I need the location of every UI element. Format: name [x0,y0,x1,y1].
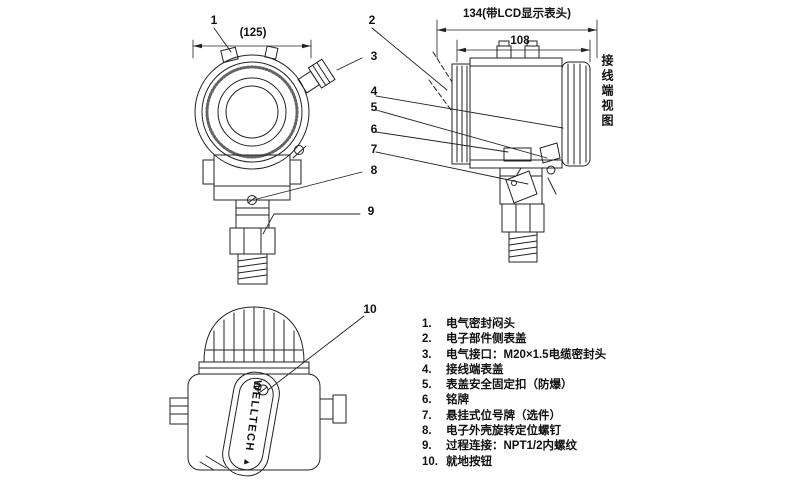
legend-item: 9. 过程连接：NPT1/2内螺纹 [422,439,606,454]
callout-6: 6 [370,122,378,136]
cable-gland-icon [297,58,336,94]
legend-num: 7. [422,409,432,422]
legend-text: 就地按钮 [446,455,492,468]
nameplate [503,147,532,162]
legend-num: 10. [422,455,438,468]
cover-lock-front [292,145,307,159]
process-thread-side [508,231,538,263]
cable-gland-bottom [319,394,347,424]
brand-plate [222,371,280,477]
legend-item: 4. 接线端表盖 [422,363,606,378]
legend-text: 电子部件侧表盖 [446,333,527,346]
callout-1: 1 [210,13,218,27]
callout-2: 2 [368,13,376,27]
seal-plug [220,45,279,64]
legend-item: 3. 电气接口：M20×1.5电缆密封头 [422,348,606,363]
legend-item: 7. 悬挂式位号牌（选件） [422,409,606,424]
process-thread-front [237,253,268,285]
legend-text: 电子外壳旋转定位螺钉 [446,425,561,438]
legend-item: 10. 就地按钮 [422,455,606,470]
legend-text: 接线端表盖 [446,363,504,376]
terminal-view-label: 接线端视图 [600,54,614,129]
legend-text: 电气接口：M20×1.5电缆密封头 [446,348,607,361]
hanging-tag [505,167,538,204]
callout-10: 10 [363,302,377,316]
dim-front-width: (125) [239,27,267,39]
cover-lock-side [539,142,561,195]
dim-side-total: 134(带LCD显示表头) [463,8,571,20]
terminal-cover [561,61,591,167]
legend-text: 铭牌 [446,394,469,407]
legend-item: 8. 电子外壳旋转定位螺钉 [422,424,606,439]
callout-leaders [213,27,564,391]
legend-num: 5. [422,379,432,392]
dim-front-width-lines [192,39,312,59]
legend-text: 表盖安全固定扣（防爆） [446,379,573,392]
rim-certification-text-ring [205,65,299,159]
callout-9: 9 [367,204,375,218]
parts-legend: 1. 电气密封闷头 2. 电子部件侧表盖 3. 电气接口：M20×1.5电缆密封头 4… [422,317,606,470]
callout-4: 4 [370,84,378,98]
legend-item: 1. 电气密封闷头 [422,317,606,332]
dim-side-body-lines [456,39,591,63]
callout-5: 5 [370,100,378,114]
callout-3: 3 [370,49,378,63]
legend-text: 过程连接：NPT1/2内螺纹 [446,440,577,453]
dim-side-body: 108 [510,35,530,47]
callout-7: 7 [370,142,378,156]
brand-logo-icon: ▲ [241,457,253,469]
legend-num: 2. [422,333,432,346]
legend-num: 3. [422,348,432,361]
legend-item: 5. 表盖安全固定扣（防爆） [422,378,606,393]
legend-num: 4. [422,363,432,376]
legend-num: 6. [422,394,432,407]
side-view [428,19,598,263]
dim-side-total-lines [436,19,598,59]
legend-item: 2. 电子部件侧表盖 [422,332,606,347]
legend-text: 电气密封闷头 [446,318,515,330]
electronics-cover [451,63,471,165]
legend-num: 8. [422,425,432,438]
legend-item: 6. 铭牌 [422,393,606,408]
callout-8: 8 [370,163,378,177]
legend-text: 悬挂式位号牌（选件） [446,409,561,422]
bottom-view [169,306,347,477]
front-view [192,39,336,285]
legend-num: 9. [422,440,432,453]
legend-num: 1. [422,318,432,330]
